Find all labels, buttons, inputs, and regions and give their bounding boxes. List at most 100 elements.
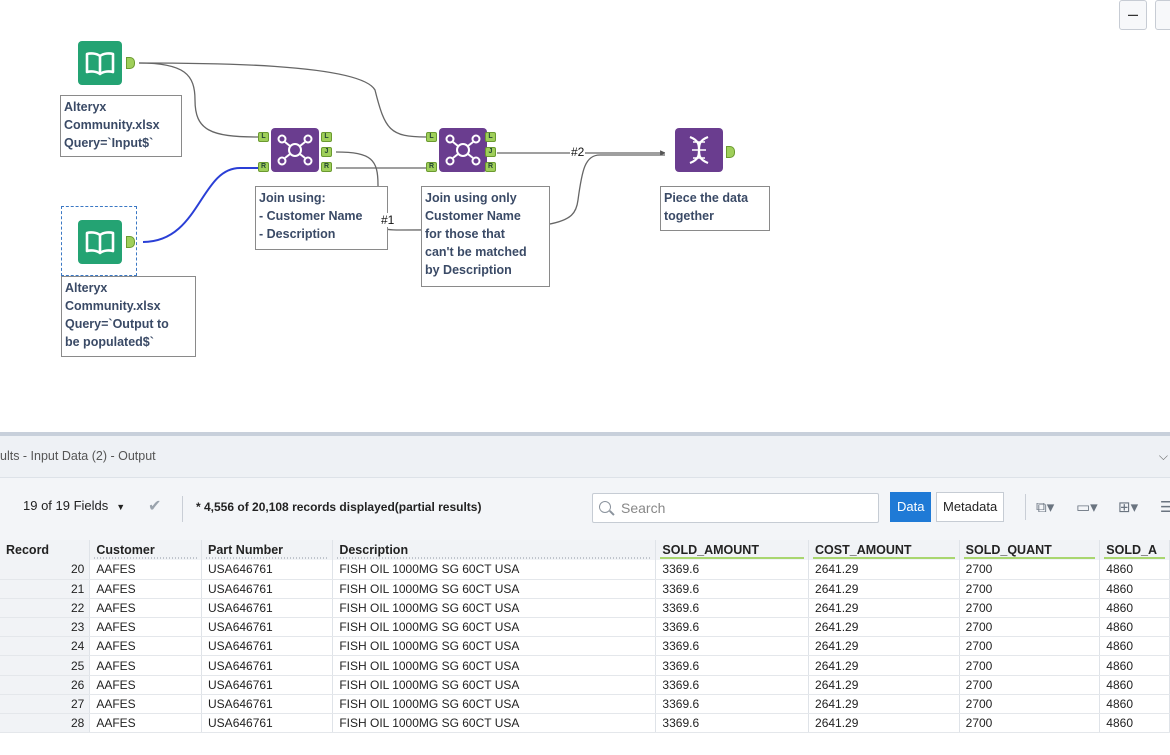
table-cell[interactable]: FISH OIL 1000MG SG 60CT USA (332, 655, 657, 676)
minimize-button[interactable]: – (1119, 0, 1147, 30)
table-cell[interactable]: 2641.29 (808, 655, 960, 676)
right-input-anchor[interactable]: R (426, 162, 437, 172)
table-cell[interactable]: USA646761 (201, 713, 334, 734)
checkmark-icon[interactable]: ✔ (148, 498, 162, 515)
table-cell[interactable]: USA646761 (201, 617, 334, 638)
table-cell[interactable]: 2641.29 (808, 694, 960, 715)
record-number-cell[interactable]: 22 (0, 598, 91, 619)
search-input[interactable]: Search (592, 493, 879, 523)
workflow-canvas[interactable]: Alteryx Community.xlsx Query=`Input$` Al… (0, 0, 1170, 432)
record-number-cell[interactable]: 21 (0, 579, 91, 599)
table-cell[interactable]: AAFES (89, 675, 203, 695)
column-header[interactable]: Record (0, 540, 91, 560)
record-number-cell[interactable]: 24 (0, 636, 91, 657)
table-cell[interactable]: 2641.29 (808, 560, 960, 580)
record-number-cell[interactable]: 27 (0, 694, 91, 715)
restore-button[interactable] (1155, 0, 1170, 30)
table-cell[interactable]: 3369.6 (655, 655, 810, 676)
table-cell[interactable]: 2641.29 (808, 617, 960, 638)
table-cell[interactable]: 2700 (959, 617, 1101, 638)
output-anchor[interactable] (126, 57, 135, 69)
join-tool-1[interactable]: L R L J R (258, 128, 338, 176)
table-cell[interactable]: 3369.6 (655, 675, 810, 695)
union-tool[interactable]: ⫸ (660, 128, 740, 176)
column-header[interactable]: Description (332, 540, 657, 560)
table-cell[interactable]: FISH OIL 1000MG SG 60CT USA (332, 598, 657, 619)
fields-dropdown[interactable]: 19 of 19 Fields▼ (23, 498, 125, 513)
table-cell[interactable]: USA646761 (201, 655, 334, 676)
table-cell[interactable]: FISH OIL 1000MG SG 60CT USA (332, 579, 657, 599)
metadata-tab-button[interactable]: Metadata (936, 492, 1005, 522)
record-number-cell[interactable]: 23 (0, 617, 91, 638)
menu-icon[interactable]: ☰ (1160, 499, 1170, 516)
table-cell[interactable]: FISH OIL 1000MG SG 60CT USA (332, 617, 657, 638)
join-output-anchor[interactable]: J (321, 147, 332, 157)
join-tool-2[interactable]: L R L J R (426, 128, 506, 176)
table-cell[interactable]: 2641.29 (808, 675, 960, 695)
table-cell[interactable]: 3369.6 (655, 636, 810, 657)
record-number-cell[interactable]: 20 (0, 560, 91, 580)
table-cell[interactable]: 2700 (959, 560, 1101, 580)
table-cell[interactable]: 3369.6 (655, 694, 810, 715)
column-header[interactable]: SOLD_AMOUNT (655, 540, 810, 560)
table-cell[interactable]: 4860 (1099, 655, 1170, 676)
left-input-anchor[interactable]: L (426, 132, 437, 142)
table-cell[interactable]: AAFES (89, 713, 203, 734)
table-cell[interactable]: AAFES (89, 579, 203, 599)
table-cell[interactable]: 4860 (1099, 694, 1170, 715)
record-number-cell[interactable]: 28 (0, 713, 91, 734)
table-cell[interactable]: USA646761 (201, 598, 334, 619)
column-header[interactable]: SOLD_QUANT (959, 540, 1101, 560)
table-cell[interactable]: 4860 (1099, 598, 1170, 619)
record-number-cell[interactable]: 26 (0, 675, 91, 695)
right-output-anchor[interactable]: R (321, 162, 332, 172)
input-data-tool-2[interactable] (78, 220, 144, 266)
table-cell[interactable]: 4860 (1099, 579, 1170, 599)
record-number-cell[interactable]: 25 (0, 655, 91, 676)
table-cell[interactable]: 4860 (1099, 636, 1170, 657)
table-cell[interactable]: USA646761 (201, 675, 334, 695)
data-tab-button[interactable]: Data (890, 492, 932, 522)
table-cell[interactable]: 4860 (1099, 675, 1170, 695)
table-options-icon[interactable]: ⊞▾ (1118, 499, 1139, 516)
right-input-anchor[interactable]: R (258, 162, 269, 172)
column-header[interactable]: Customer (89, 540, 203, 560)
table-cell[interactable]: 3369.6 (655, 560, 810, 580)
table-cell[interactable]: FISH OIL 1000MG SG 60CT USA (332, 560, 657, 580)
save-icon[interactable]: ▭▾ (1076, 499, 1098, 516)
table-cell[interactable]: 4860 (1099, 560, 1170, 580)
table-cell[interactable]: FISH OIL 1000MG SG 60CT USA (332, 675, 657, 695)
table-cell[interactable]: FISH OIL 1000MG SG 60CT USA (332, 694, 657, 715)
multi-input-anchor-icon[interactable]: ⫸ (660, 147, 666, 157)
left-input-anchor[interactable]: L (258, 132, 269, 142)
left-output-anchor[interactable]: L (321, 132, 332, 142)
table-cell[interactable]: 2700 (959, 636, 1101, 657)
table-cell[interactable]: 2700 (959, 598, 1101, 619)
right-output-anchor[interactable]: R (485, 162, 496, 172)
results-grid[interactable]: Record Customer Part Number Description … (0, 540, 1170, 755)
copy-icon[interactable]: ⧉▾ (1036, 499, 1055, 516)
output-anchor[interactable] (126, 236, 135, 248)
table-cell[interactable]: 2641.29 (808, 598, 960, 619)
table-cell[interactable]: USA646761 (201, 579, 334, 599)
table-cell[interactable]: USA646761 (201, 560, 334, 580)
table-cell[interactable]: USA646761 (201, 636, 334, 657)
input-data-tool-1[interactable] (78, 41, 138, 87)
table-cell[interactable]: 3369.6 (655, 579, 810, 599)
table-cell[interactable]: FISH OIL 1000MG SG 60CT USA (332, 713, 657, 734)
table-cell[interactable]: 2641.29 (808, 713, 960, 734)
table-cell[interactable]: 4860 (1099, 713, 1170, 734)
table-cell[interactable]: 3369.6 (655, 598, 810, 619)
table-cell[interactable]: AAFES (89, 560, 203, 580)
table-cell[interactable]: 2641.29 (808, 579, 960, 599)
table-cell[interactable]: AAFES (89, 694, 203, 715)
table-cell[interactable]: 4860 (1099, 617, 1170, 638)
join-output-anchor[interactable]: J (485, 147, 496, 157)
